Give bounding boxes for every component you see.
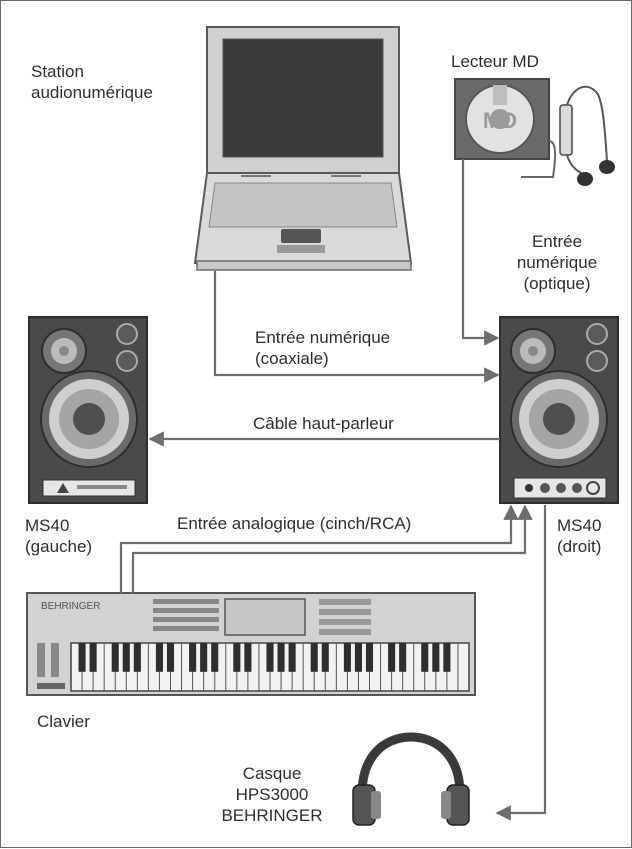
black-key <box>122 643 130 672</box>
black-key <box>288 643 296 672</box>
black-key <box>266 643 274 672</box>
black-key <box>443 643 451 672</box>
headphones-line1: Casque <box>242 764 302 783</box>
workstation-label-line1: Station <box>31 62 84 81</box>
analog-cable-2 <box>131 504 533 593</box>
ms40-right-label: MS40 (droit) <box>557 515 601 557</box>
black-key <box>189 643 197 672</box>
black-key <box>78 643 86 672</box>
black-key <box>89 643 97 672</box>
black-key <box>432 643 440 672</box>
headphone-cable <box>495 505 547 821</box>
keyboard-icon: BEHRINGER <box>26 592 476 696</box>
optical-input-line1: Entrée <box>531 232 583 251</box>
black-key <box>166 643 175 672</box>
optical-input-label: Entrée numérique (optique) <box>497 231 617 294</box>
keyboard-label: Clavier <box>37 712 90 731</box>
black-key <box>155 643 163 672</box>
black-key <box>233 643 241 672</box>
ms40-right-line2: (droit) <box>557 537 602 556</box>
headphones-label: Casque HPS3000 BEHRINGER <box>197 763 347 826</box>
md-player-label: Lecteur MD <box>451 52 539 71</box>
headphones-line2: HPS3000 <box>235 785 309 804</box>
optical-input-line3: (optique) <box>523 274 591 293</box>
coaxial-input-line1: Entrée numérique <box>255 328 391 347</box>
laptop-icon <box>193 26 413 271</box>
md-player-icon: MD <box>454 78 550 160</box>
coaxial-cable <box>213 271 500 383</box>
workstation-label: Station audionumérique <box>31 61 153 103</box>
coaxial-input-line2: (coaxiale) <box>255 349 329 368</box>
black-key <box>321 643 329 672</box>
analog-cable-1 <box>119 504 519 593</box>
cables <box>119 159 547 821</box>
black-key <box>133 643 141 672</box>
black-key <box>244 643 252 672</box>
earbuds-icon <box>521 85 615 186</box>
black-key <box>399 643 407 672</box>
headphones-icon <box>352 732 470 826</box>
black-key <box>211 643 219 672</box>
headphones-line3: BEHRINGER <box>221 806 323 825</box>
ms40-left-line1: MS40 <box>25 516 70 535</box>
speaker-icon <box>499 316 619 504</box>
md-logo: MD <box>483 108 517 133</box>
ms40-right-line1: MS40 <box>557 516 602 535</box>
black-key <box>277 643 285 672</box>
black-key <box>111 643 119 672</box>
ms40-left-label: MS40 (gauche) <box>25 515 92 557</box>
black-key <box>365 643 374 672</box>
black-key <box>354 643 362 672</box>
coaxial-input-label: Entrée numérique (coaxiale) <box>255 327 390 369</box>
black-key <box>421 643 429 672</box>
speaker-cable-label: Câble haut-parleur <box>253 414 394 433</box>
keyboard-brand: BEHRINGER <box>41 601 100 612</box>
speaker-icon <box>28 316 148 504</box>
black-key <box>310 643 318 672</box>
analog-input-label: Entrée analogique (cinch/RCA) <box>177 514 412 533</box>
black-key <box>388 643 396 672</box>
black-key <box>200 643 208 672</box>
optical-input-line2: numérique <box>516 253 598 272</box>
optical-cable <box>461 159 500 346</box>
black-key <box>343 643 351 672</box>
workstation-label-line2: audionumérique <box>31 83 153 102</box>
ms40-left-line2: (gauche) <box>25 537 93 556</box>
